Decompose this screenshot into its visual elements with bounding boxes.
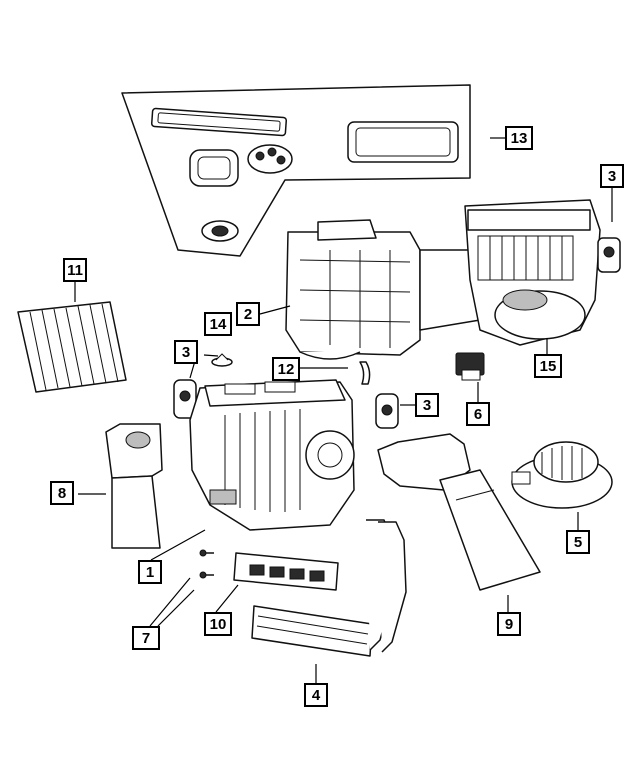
callout-6: 6 xyxy=(466,402,490,426)
callout-3-left: 3 xyxy=(174,340,198,364)
callout-14: 14 xyxy=(204,312,232,336)
heater-core xyxy=(251,519,407,657)
blower-housing xyxy=(464,199,601,346)
actuator-left xyxy=(173,379,197,419)
callout-3-top: 3 xyxy=(600,164,624,188)
upper-housing xyxy=(285,219,481,360)
callout-10: 7 xyxy=(132,626,160,650)
callout-12: 10 xyxy=(204,612,232,636)
callout-13: 12 xyxy=(272,357,300,381)
seal-kit-panel xyxy=(121,84,471,257)
callout-2: 2 xyxy=(236,302,260,326)
callout-15: 15 xyxy=(534,354,562,378)
callout-1: 1 xyxy=(138,560,162,584)
blower-motor xyxy=(511,441,613,509)
heater-core-cover xyxy=(233,552,339,591)
callout-4: 4 xyxy=(304,683,328,707)
floor-duct-right xyxy=(377,433,541,591)
callout-11: 13 xyxy=(505,126,533,150)
callout-3-center: 3 xyxy=(415,393,439,417)
clip-part xyxy=(211,353,233,367)
actuator-top-right xyxy=(597,237,621,273)
callout-5: 5 xyxy=(566,530,590,554)
blower-resistor xyxy=(455,352,485,381)
callout-8: 9 xyxy=(497,612,521,636)
seal-strip xyxy=(359,361,371,385)
callout-9: 11 xyxy=(63,258,87,282)
floor-duct-left xyxy=(105,423,163,549)
air-filter xyxy=(17,301,127,393)
actuator-center xyxy=(375,393,399,429)
screws xyxy=(199,549,214,579)
leader-lines xyxy=(74,137,613,683)
hvac-module xyxy=(189,379,355,531)
callout-7: 8 xyxy=(50,481,74,505)
